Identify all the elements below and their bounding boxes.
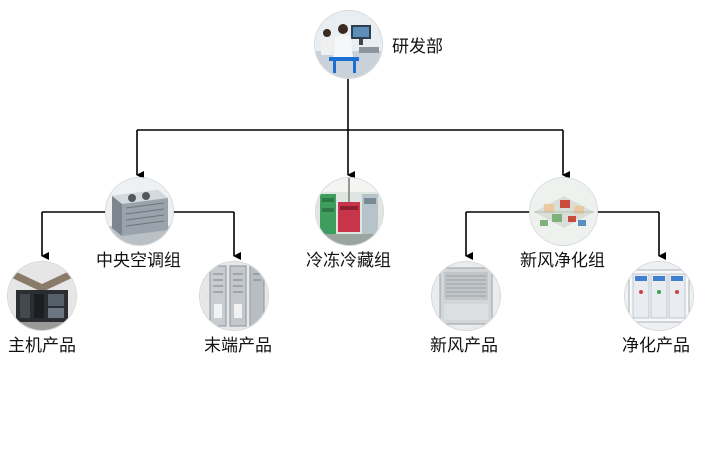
- group-label-central-ac: 中央空调组: [96, 251, 181, 271]
- product-label-terminal-unit: 末端产品: [204, 336, 272, 356]
- lab-photo-icon: [315, 11, 382, 78]
- ventilation-model-icon: [530, 178, 597, 245]
- chiller-unit-icon: [106, 178, 173, 245]
- purification-cabinet-icon: [625, 262, 693, 330]
- group-label-fresh-air: 新风净化组: [520, 251, 605, 271]
- product-label-fresh-air: 新风产品: [430, 336, 498, 356]
- product-label-main-unit: 主机产品: [8, 336, 76, 356]
- cold-storage-icon: [316, 178, 383, 245]
- group-label-cold-storage: 冷冻冷藏组: [306, 251, 391, 271]
- terminal-unit-icon: [200, 262, 268, 330]
- root-label: 研发部: [392, 37, 443, 57]
- main-unit-icon: [8, 262, 76, 330]
- fresh-air-unit-icon: [432, 262, 500, 330]
- product-label-purification: 净化产品: [622, 336, 690, 356]
